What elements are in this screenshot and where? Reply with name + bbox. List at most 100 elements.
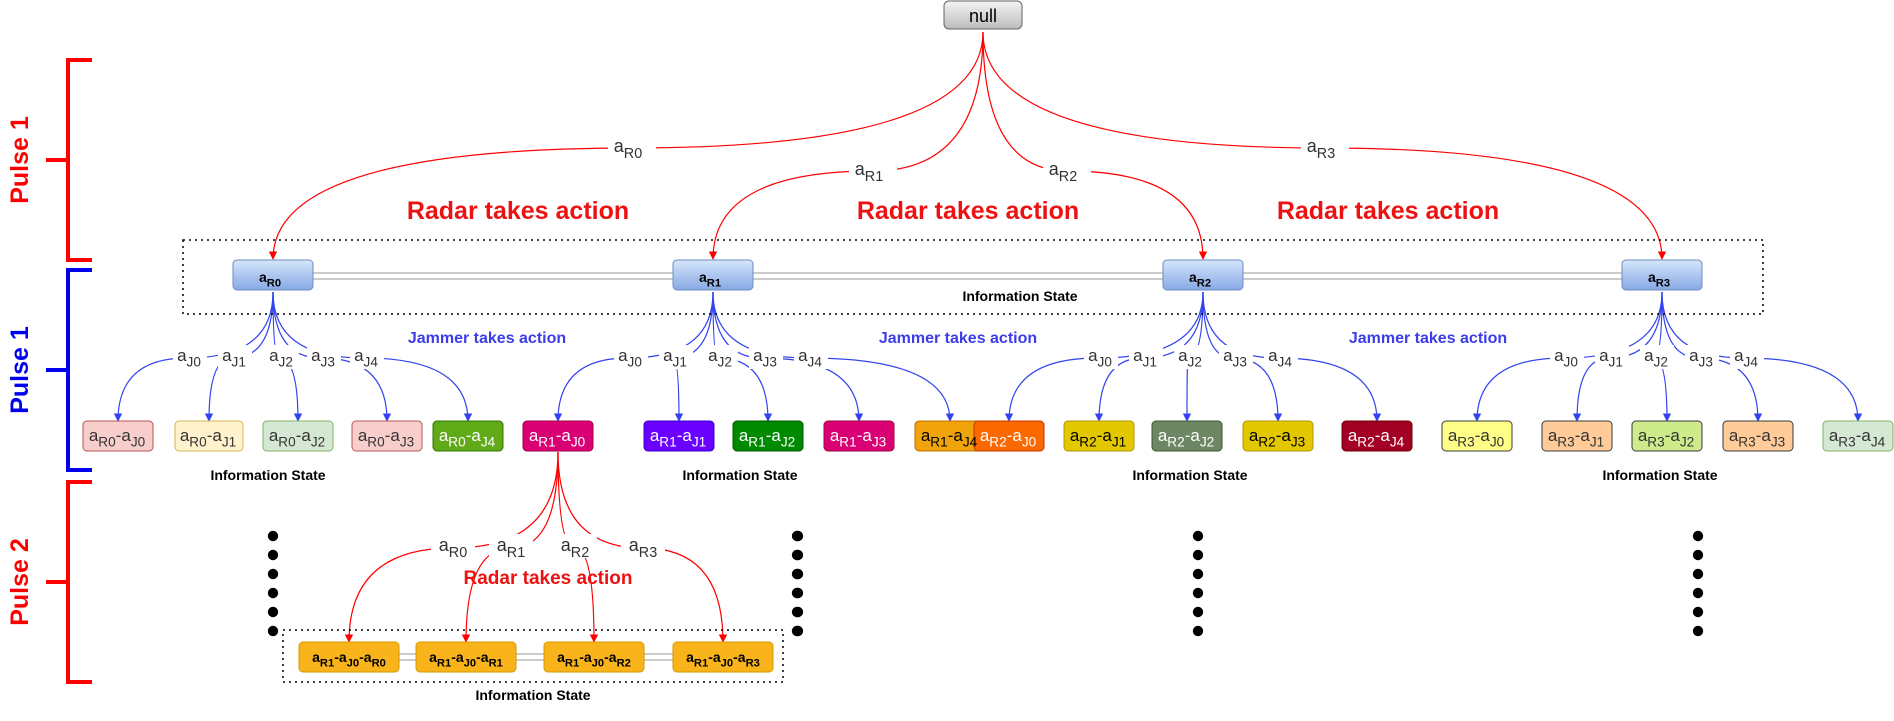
jammer-edge-label: aJ4 (1734, 346, 1758, 369)
edge-label-bg (553, 534, 597, 558)
edge-label-bg (1595, 345, 1629, 369)
leaf-node-label: aR2-aJ2 (1158, 426, 1214, 449)
information-state-caption: Information State (475, 687, 590, 703)
radar-node (1162, 259, 1244, 291)
ellipsis-dot (791, 625, 803, 637)
pulse2-node (415, 641, 517, 673)
leaf-node-label: aR1-aJ3 (830, 426, 886, 449)
ellipsis-dots (267, 530, 279, 637)
pulse2-node (672, 641, 774, 673)
leaf-node-label: aR0-aJ1 (180, 426, 236, 449)
ellipsis-dot (267, 568, 279, 580)
radar-node-label: aR2 (1189, 269, 1211, 289)
edge-label-bg (1174, 345, 1208, 369)
jammer-edge-label: aJ1 (222, 346, 246, 369)
leaf-node (1541, 420, 1613, 452)
radar-edge-label: aR2 (561, 535, 589, 561)
leaf-node-label: aR3-aJ1 (1548, 426, 1604, 449)
leaf-node-label: aR2-aJ3 (1249, 426, 1305, 449)
leaf-node-label: aR0-aJ3 (358, 426, 414, 449)
leaf-node-label: aR0-aJ4 (439, 426, 496, 449)
pulse-bracket (46, 480, 92, 684)
edge-label-bg (489, 534, 533, 558)
information-state-caption: Information State (962, 288, 1077, 304)
edge-label-bg (1301, 134, 1349, 160)
edge-label-bg (1685, 345, 1719, 369)
leaf-node-label: aR1-aJ4 (921, 426, 978, 449)
leaf-node (1722, 420, 1794, 452)
leaf-node (174, 420, 244, 452)
ellipsis-dot (791, 549, 803, 561)
jammer-edge-label: aJ1 (663, 346, 687, 369)
edge-label-bg (849, 157, 897, 183)
pulse2-node (543, 641, 645, 673)
ellipsis-dot (1192, 625, 1204, 637)
edge-label-bg (350, 345, 384, 369)
leaf-node (823, 420, 895, 452)
information-state-caption: Information State (1602, 467, 1717, 483)
edge-label-bg (1550, 345, 1584, 369)
edge-label-bg (608, 134, 656, 160)
information-link (396, 653, 419, 661)
information-state-caption: Information State (210, 467, 325, 483)
pulse2-node (298, 641, 400, 673)
radar-node (232, 259, 314, 291)
jammer-edge-label: aJ1 (1599, 346, 1623, 369)
pulse-label: Pulse 2 (6, 538, 34, 626)
edge-label-bg (218, 345, 252, 369)
ellipsis-dot (1692, 625, 1704, 637)
leaf-node-label: aR2-aJ1 (1070, 426, 1126, 449)
radar-node (672, 259, 754, 291)
jammer-edge-label: aJ0 (1088, 346, 1112, 369)
edge-label-bg (431, 534, 475, 558)
radar-node-label: aR1 (699, 269, 721, 289)
edge-label-bg (1043, 157, 1091, 183)
ellipsis-dots (792, 530, 804, 637)
jammer-edge-label: aJ0 (1554, 346, 1578, 369)
leaf-node-label: aR0-aJ0 (89, 426, 146, 449)
edge-label-bg (173, 345, 207, 369)
edge-label-bg (659, 345, 693, 369)
ellipsis-dot (791, 568, 803, 580)
jammer-edge-label: aJ1 (1133, 346, 1157, 369)
information-state-box (182, 239, 1764, 315)
jammer-edge-label: aJ4 (1268, 346, 1292, 369)
jammer-edge-label: aJ2 (708, 346, 732, 369)
leaf-node-label: aR2-aJ4 (1348, 426, 1405, 449)
jammer-takes-action-caption: Jammer takes action (1349, 330, 1507, 347)
radar-takes-action-caption: Radar takes action (464, 568, 633, 589)
leaf-node (1063, 420, 1135, 452)
jammer-edge-label: aJ3 (1223, 346, 1247, 369)
jammer-edge-label: aJ3 (1689, 346, 1713, 369)
edge-label-bg (621, 534, 665, 558)
leaf-node-label: aR2-aJ0 (980, 426, 1037, 449)
pulse2-node-label: aR1-aJ0-aR1 (429, 649, 503, 669)
edge-label-bg (307, 345, 341, 369)
edge-label-bg (614, 345, 648, 369)
radar-edge-label: aR0 (439, 535, 467, 561)
pulse-label: Pulse 1 (6, 326, 34, 414)
edge-label-bg (1219, 345, 1253, 369)
edge-label-bg (1129, 345, 1163, 369)
pulse-bracket (46, 268, 92, 472)
ellipsis-dots (791, 530, 803, 637)
edge-label-bg (1264, 345, 1298, 369)
ellipsis-dot (1192, 606, 1204, 618)
information-link (641, 653, 676, 661)
edge-label-bg (1084, 345, 1118, 369)
radar-node-label: aR0 (259, 269, 281, 289)
leaf-node-label: aR3-aJ2 (1638, 426, 1694, 449)
radar-edge-label: aR1 (855, 159, 883, 185)
information-link (312, 272, 674, 280)
root-node-label: null (969, 6, 997, 26)
ellipsis-dot (791, 606, 803, 618)
radar-node (1621, 259, 1703, 291)
radar-takes-action-caption: Radar takes action (407, 197, 629, 225)
leaf-node-label: aR3-aJ4 (1829, 426, 1886, 449)
jammer-edge-label: aJ2 (269, 346, 293, 369)
jammer-edge-label: aJ4 (798, 346, 822, 369)
leaf-node-label: aR1-aJ0 (529, 426, 586, 449)
leaf-node-label: aR1-aJ2 (739, 426, 795, 449)
leaf-node (973, 420, 1045, 452)
